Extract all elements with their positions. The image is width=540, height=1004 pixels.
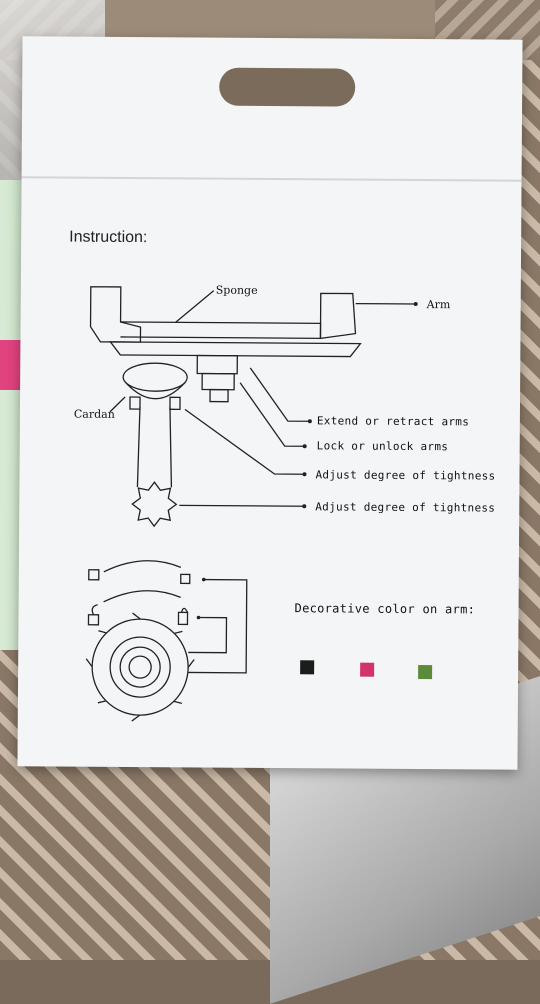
swatch-black xyxy=(300,660,315,675)
label-cardan: Cardan xyxy=(73,407,115,421)
instruction-card: Instruction: xyxy=(17,36,523,770)
holder-diagram xyxy=(85,286,418,722)
label-sponge: Sponge xyxy=(215,283,258,297)
label-arm: Arm xyxy=(426,298,451,312)
decorative-color-title: Decorative color on arm: xyxy=(294,601,476,617)
label-lock: Lock or unlock arms xyxy=(316,439,449,454)
label-adjust-1: Adjust degree of tightness xyxy=(315,468,496,483)
pink-package-strip xyxy=(0,340,22,390)
label-adjust-2: Adjust degree of tightness xyxy=(315,500,496,515)
swatch-green xyxy=(418,665,433,680)
swatch-pink xyxy=(360,662,375,677)
label-extend: Extend or retract arms xyxy=(316,414,470,429)
cardboard-back xyxy=(105,0,435,40)
